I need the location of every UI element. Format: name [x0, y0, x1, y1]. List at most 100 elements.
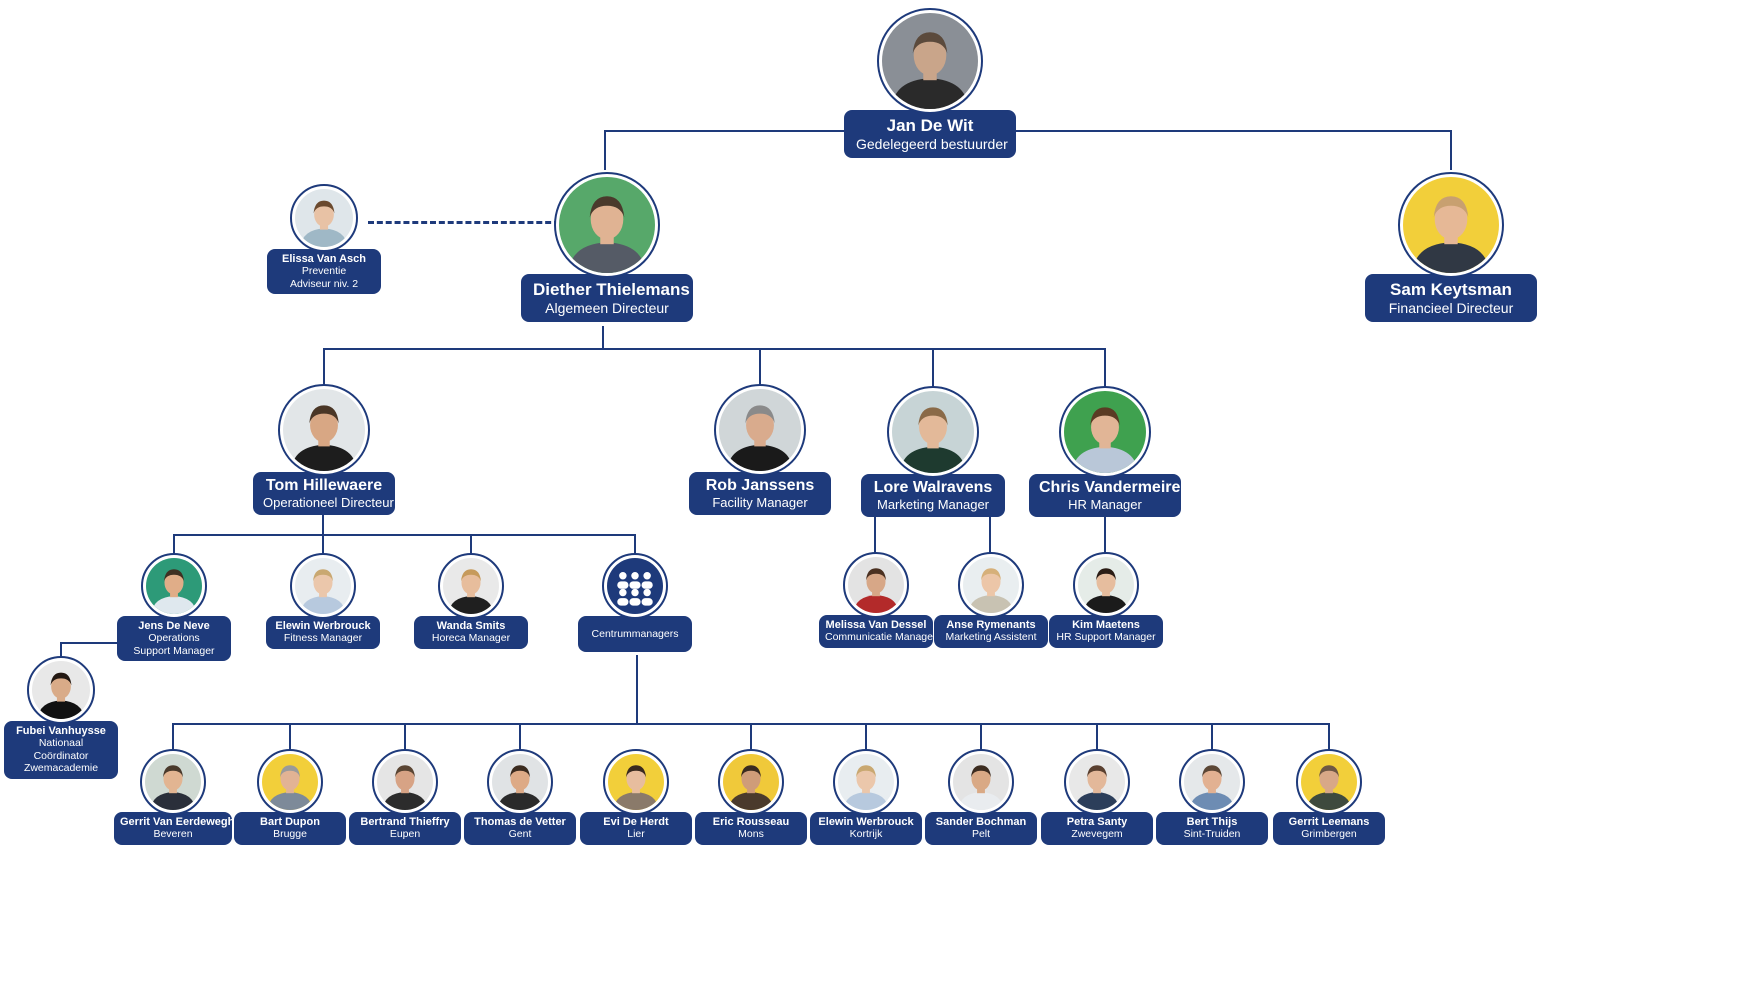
portrait: [719, 389, 801, 471]
portrait: [146, 558, 202, 614]
portrait: [1403, 177, 1499, 273]
avatar: [438, 553, 504, 619]
person-name: Diether Thielemans: [533, 280, 690, 299]
name-box: Bert Thijs Sint-Truiden: [1156, 812, 1268, 845]
person-role: Gent: [508, 828, 532, 840]
person-name: Wanda Smits: [436, 620, 506, 632]
portrait: [492, 754, 548, 810]
connector-line: [865, 723, 867, 755]
connector-line: [60, 642, 62, 662]
person-name: Elissa Van Asch: [282, 253, 366, 265]
person-role: Horeca Manager: [431, 632, 511, 644]
org-card-rob[interactable]: Rob Janssens Facility Manager: [689, 384, 831, 515]
avatar: [833, 749, 899, 815]
person-name: Lore Walravens: [873, 479, 993, 496]
connector-line: [172, 723, 174, 755]
portrait: [1064, 391, 1146, 473]
person-role: Pelt: [971, 828, 991, 840]
connector-line: [604, 130, 606, 170]
portrait: [848, 557, 904, 613]
connector-line: [636, 655, 638, 725]
person-role: Facility Manager: [712, 495, 808, 510]
org-card-elewin-fitness[interactable]: Elewin Werbrouck Fitness Manager: [266, 553, 380, 649]
avatar: [1179, 749, 1245, 815]
name-box: Kim Maetens HR Support Manager: [1049, 615, 1163, 648]
name-box: Jens De Neve Operations Support Manager: [117, 616, 231, 662]
person-role: HR Manager: [1068, 497, 1142, 512]
org-card-centrummanagers[interactable]: Centrummanagers: [578, 553, 692, 652]
org-card-petra[interactable]: Petra Santy Zwevegem: [1041, 749, 1153, 845]
org-card-elissa[interactable]: Elissa Van Asch Preventie Adviseur niv. …: [267, 184, 381, 295]
org-card-gerrit-van-eerdewegh[interactable]: Gerrit Van Eerdewegh Beveren: [114, 749, 234, 845]
avatar: [603, 749, 669, 815]
portrait: [262, 754, 318, 810]
person-role: HR Support Manager: [1056, 631, 1156, 643]
person-name: Chris Vandermeiren: [1039, 479, 1191, 496]
avatar: [290, 553, 356, 619]
avatar: [843, 552, 909, 618]
avatar: [887, 386, 979, 478]
person-name: Eric Rousseau: [712, 816, 790, 828]
person-name: Jens De Neve: [138, 620, 210, 632]
org-card-bart[interactable]: Bart Dupon Brugge: [234, 749, 346, 845]
org-card-fubei[interactable]: Fubei Vanhuysse Nationaal Coördinator Zw…: [4, 656, 118, 779]
avatar: [1059, 386, 1151, 478]
org-card-sam[interactable]: Sam Keytsman Financieel Directeur: [1365, 172, 1537, 322]
group-label: Centrummanagers: [591, 627, 679, 640]
person-name: Bert Thijs: [1186, 816, 1238, 828]
connector-line: [1104, 348, 1106, 390]
connector-line: [1104, 514, 1106, 556]
connector-line: [173, 534, 175, 558]
name-box: Melissa Van Dessel Communicatie Manager: [819, 615, 936, 648]
person-role: Operations Support Manager: [133, 632, 215, 657]
name-box: Diether Thielemans Algemeen Directeur: [521, 274, 693, 322]
org-card-jan[interactable]: Jan De Wit Gedelegeerd bestuurder: [844, 8, 1016, 158]
person-role: Eupen: [389, 828, 421, 840]
portrait: [1078, 557, 1134, 613]
org-card-elewin-kortrijk[interactable]: Elewin Werbrouck Kortrijk: [810, 749, 922, 845]
org-card-melissa[interactable]: Melissa Van Dessel Communicatie Manager: [819, 552, 936, 648]
portrait: [1301, 754, 1357, 810]
name-box: Sander Bochman Pelt: [925, 812, 1037, 845]
org-card-wanda[interactable]: Wanda Smits Horeca Manager: [414, 553, 528, 649]
org-card-gerrit-leemans[interactable]: Gerrit Leemans Grimbergen: [1273, 749, 1385, 845]
name-box: Sam Keytsman Financieel Directeur: [1365, 274, 1537, 322]
org-card-diether[interactable]: Diether Thielemans Algemeen Directeur: [521, 172, 693, 322]
person-name: Bertrand Thieffry: [360, 816, 450, 828]
person-role: Nationaal Coördinator Zwemacademie: [23, 737, 99, 775]
org-card-sander[interactable]: Sander Bochman Pelt: [925, 749, 1037, 845]
org-card-chris[interactable]: Chris Vandermeiren HR Manager: [1029, 386, 1191, 517]
portrait: [443, 558, 499, 614]
portrait: [882, 13, 978, 109]
name-box: Rob Janssens Facility Manager: [689, 472, 831, 515]
person-role: Algemeen Directeur: [545, 300, 669, 316]
avatar: [718, 749, 784, 815]
org-card-bertrand[interactable]: Bertrand Thieffry Eupen: [349, 749, 461, 845]
avatar: [257, 749, 323, 815]
name-box: Gerrit Van Eerdewegh Beveren: [114, 812, 234, 845]
connector-line: [173, 534, 636, 536]
connector-line: [323, 348, 325, 390]
name-box: Tom Hillewaere Operationeel Directeur: [253, 472, 395, 515]
org-card-bert[interactable]: Bert Thijs Sint-Truiden: [1156, 749, 1268, 845]
avatar: [554, 172, 660, 278]
org-card-kim[interactable]: Kim Maetens HR Support Manager: [1049, 552, 1163, 648]
org-card-evi[interactable]: Evi De Herdt Lier: [580, 749, 692, 845]
org-card-tom[interactable]: Tom Hillewaere Operationeel Directeur: [253, 384, 395, 515]
org-card-thomas[interactable]: Thomas de Vetter Gent: [464, 749, 576, 845]
org-card-jens[interactable]: Jens De Neve Operations Support Manager: [117, 553, 231, 662]
name-box: Bart Dupon Brugge: [234, 812, 346, 845]
org-card-eric[interactable]: Eric Rousseau Mons: [695, 749, 807, 845]
avatar: [958, 552, 1024, 618]
name-box: Elewin Werbrouck Fitness Manager: [266, 616, 380, 649]
org-card-anse[interactable]: Anse Rymenants Marketing Assistent: [934, 552, 1048, 648]
person-name: Sander Bochman: [935, 816, 1027, 828]
person-role: Marketing Manager: [877, 497, 989, 512]
connector-line: [404, 723, 406, 755]
org-card-lore[interactable]: Lore Walravens Marketing Manager: [861, 386, 1005, 517]
connector-line: [1211, 723, 1213, 755]
name-box: Lore Walravens Marketing Manager: [861, 474, 1005, 517]
person-role: Kortrijk: [849, 828, 883, 840]
person-name: Petra Santy: [1066, 816, 1128, 828]
avatar: [290, 184, 358, 252]
